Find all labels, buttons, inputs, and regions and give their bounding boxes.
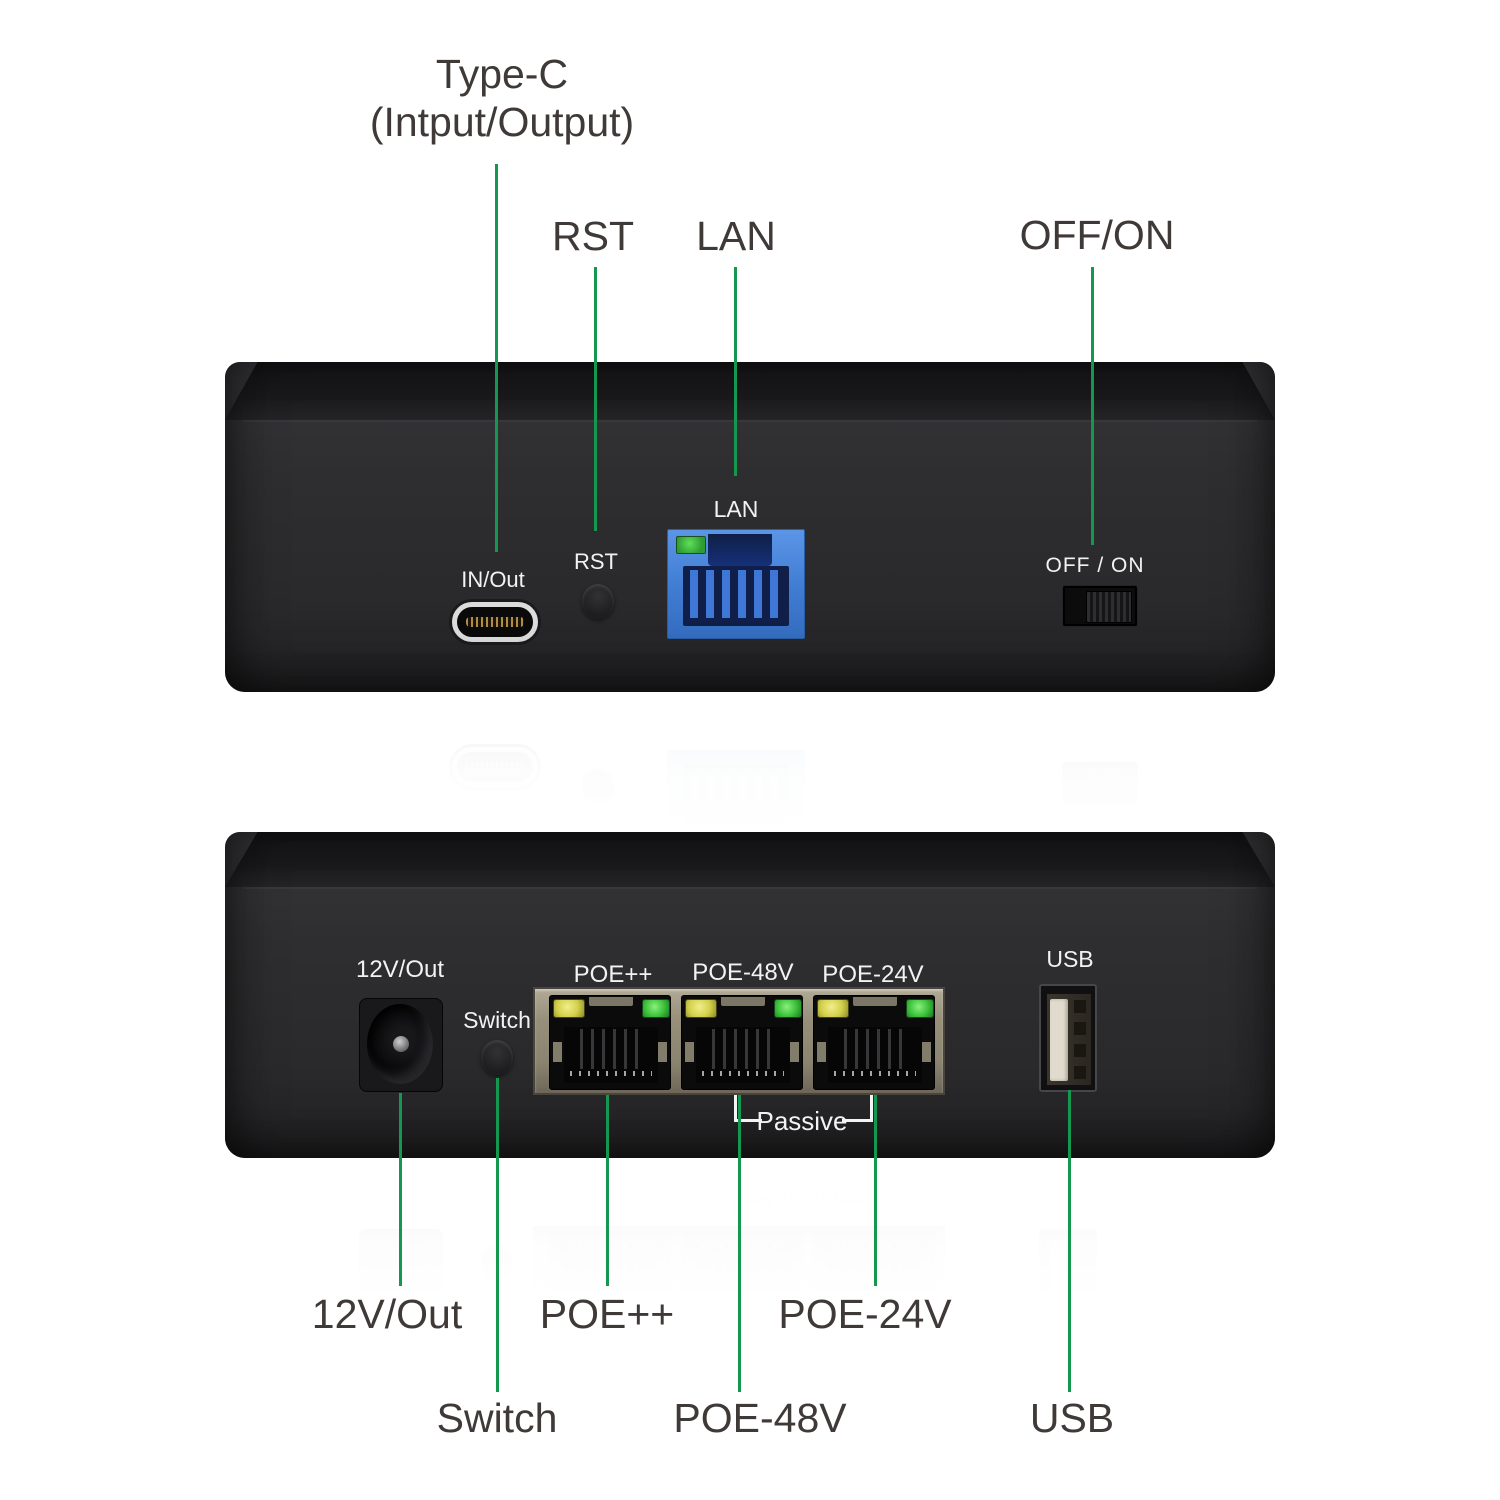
poe-side-tab: [553, 1042, 562, 1062]
front-device-top-face: [225, 362, 1275, 420]
poe-port-cavity: [696, 1027, 790, 1083]
dc-out-port-label: 12V/Out: [355, 956, 445, 983]
poe-clip-notch: [589, 997, 633, 1006]
poe-led-green: [642, 999, 670, 1018]
callout-line-rst: [594, 267, 597, 531]
rear-device: 12V/Out Switch POE++ POE-48V POE-24V: [225, 832, 1275, 1158]
poe-port-48v: [681, 995, 803, 1090]
poe-24v-annotation: POE-24V: [778, 1291, 952, 1337]
rear-device-edge-highlight: [243, 887, 1257, 889]
passive-bracket-line: [734, 1095, 737, 1122]
usb-tongue: [1050, 999, 1068, 1081]
reflection-fade-rear: [0, 1161, 1500, 1500]
poe-port-bank: [533, 987, 945, 1095]
poe-clip-notch: [721, 997, 765, 1006]
callout-line-12v-out: [399, 1093, 402, 1286]
switch-annotation: Switch: [436, 1395, 558, 1441]
front-device: IN/Out RST LAN OFF / ON: [225, 362, 1275, 692]
callout-line-switch: [496, 1078, 499, 1392]
lan-clip-slot: [708, 534, 772, 566]
poe-port-cavity: [564, 1027, 658, 1083]
type-c-port-label: IN/Out: [461, 567, 525, 592]
poe-side-tab: [658, 1042, 667, 1062]
poe-24v-label: POE-24V: [822, 961, 924, 988]
poe-port-24v: [813, 995, 935, 1090]
reset-button-label: RST: [574, 549, 618, 574]
poe-plus-plus-label: POE++: [573, 961, 653, 988]
poe-side-tab: [685, 1042, 694, 1062]
callout-line-off-on: [1091, 267, 1094, 545]
reset-button: [582, 584, 614, 619]
callout-line-poe-24v: [874, 1095, 877, 1286]
switch-button-label: Switch: [463, 1007, 531, 1033]
usb-port: [1039, 984, 1097, 1092]
rst-annotation: RST: [552, 213, 634, 259]
poe-side-tab: [817, 1042, 826, 1062]
lan-annotation: LAN: [696, 213, 776, 259]
passive-label: Passive: [756, 1106, 848, 1136]
off-on-annotation: OFF/ON: [1019, 212, 1175, 258]
poe-plus-plus-annotation: POE++: [539, 1291, 675, 1337]
lan-status-led: [676, 536, 706, 554]
callout-line-type-c: [495, 164, 498, 552]
passive-bracket-line: [842, 1119, 870, 1122]
usb-annotation: USB: [1029, 1395, 1115, 1441]
front-device-edge-highlight: [243, 420, 1257, 422]
12v-out-annotation: 12V/Out: [311, 1291, 463, 1337]
poe-port-plus-plus: [549, 995, 671, 1090]
usb-port-cavity: [1047, 994, 1091, 1085]
poe-led-green: [906, 999, 934, 1018]
poe-led-yellow: [553, 999, 585, 1018]
power-switch-label: OFF / ON: [1045, 554, 1145, 577]
poe-led-yellow: [685, 999, 717, 1018]
rear-device-top-face: [225, 832, 1275, 887]
passive-bracket-line: [734, 1119, 762, 1122]
type-c-annotation-line1: Type-C: [435, 51, 569, 97]
callout-line-poe-48v: [738, 1095, 741, 1392]
callout-line-usb: [1068, 1090, 1071, 1392]
poe-side-tab: [922, 1042, 931, 1062]
lan-port-cavity: [683, 566, 789, 626]
usb-port-label: USB: [1046, 946, 1094, 972]
poe-48v-label: POE-48V: [692, 959, 794, 986]
callout-line-lan: [734, 267, 737, 476]
poe-side-tab: [790, 1042, 799, 1062]
poe-clip-notch: [853, 997, 897, 1006]
callout-line-poe-plus-plus: [606, 1095, 609, 1286]
type-c-port: [452, 602, 538, 642]
passive-bracket-line: [870, 1095, 873, 1122]
switch-button: [481, 1040, 513, 1075]
poe-port-cavity: [828, 1027, 922, 1083]
dc-out-jack: [359, 998, 443, 1092]
type-c-annotation: Type-C (Intput/Output): [370, 50, 634, 147]
lan-port-label: LAN: [713, 496, 759, 522]
power-switch: [1063, 586, 1137, 626]
poe-led-green: [774, 999, 802, 1018]
lan-port: [667, 529, 805, 639]
poe-led-yellow: [817, 999, 849, 1018]
type-c-annotation-line2: (Intput/Output): [369, 99, 635, 146]
poe-48v-annotation: POE-48V: [673, 1395, 847, 1441]
